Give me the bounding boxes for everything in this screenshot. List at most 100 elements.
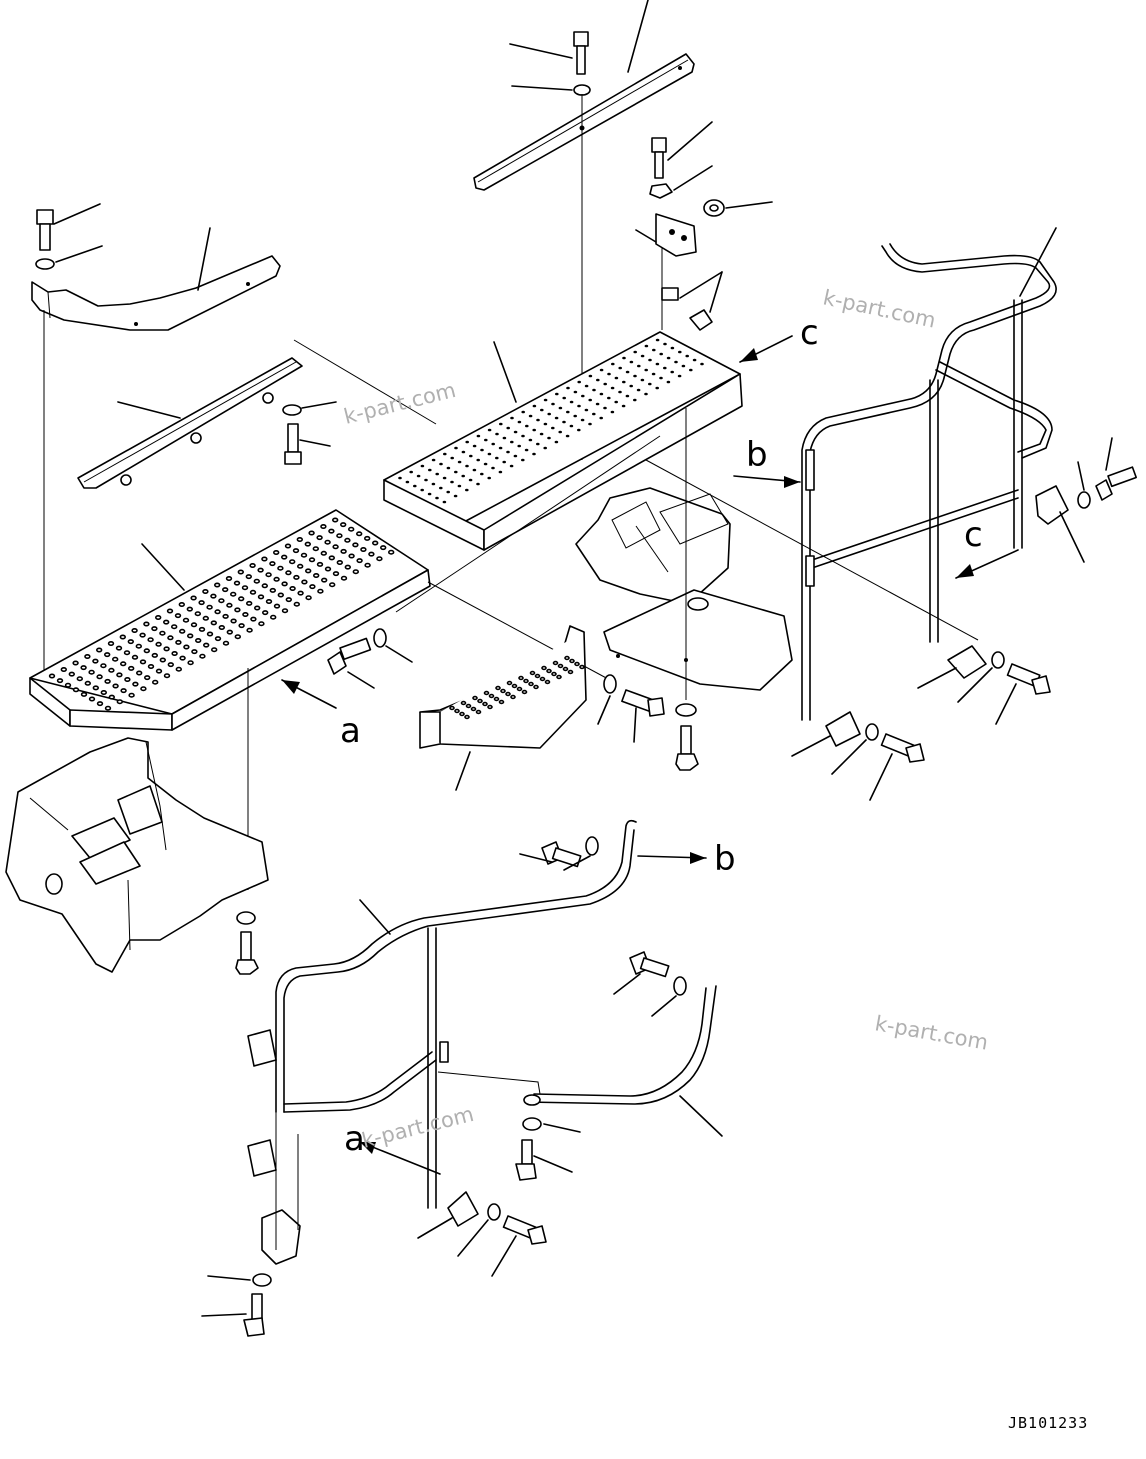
perforation-hole <box>700 362 704 366</box>
perforation-hole <box>420 464 425 468</box>
perforation-hole <box>544 679 551 685</box>
perforation-hole <box>495 685 501 691</box>
perforation-hole <box>262 610 269 616</box>
perforation-hole <box>312 546 319 552</box>
angle-rail <box>77 357 303 489</box>
mounting-bracket <box>635 213 697 257</box>
perforation-hole <box>191 649 198 655</box>
perforation-hole <box>143 648 151 654</box>
perforation-hole <box>163 646 170 652</box>
perforation-hole <box>131 654 139 660</box>
perforation-hole <box>144 675 151 681</box>
perforation-hole <box>116 699 124 705</box>
perforation-hole <box>541 665 547 671</box>
perforation-hole <box>111 656 119 662</box>
perforation-hole <box>304 541 311 547</box>
perforation-hole <box>505 691 511 697</box>
perforation-hole <box>183 644 190 650</box>
perforation-hole <box>214 636 222 642</box>
perforation-hole <box>211 647 218 653</box>
console-washer <box>675 703 697 717</box>
perforation-hole <box>518 675 524 681</box>
callout-letter-a-bottom: a <box>344 1119 365 1159</box>
perforation-hole <box>230 591 237 597</box>
perforation-hole <box>599 416 603 420</box>
perforation-hole <box>495 432 499 436</box>
perforation-hole <box>352 542 359 548</box>
perforation-hole <box>554 440 559 444</box>
perforation-hole <box>596 378 600 382</box>
perforation-hole <box>655 386 659 390</box>
perforation-hole <box>651 372 656 376</box>
perforation-hole <box>226 629 234 635</box>
perforation-hole <box>332 571 340 577</box>
left-washer <box>35 245 103 270</box>
perforation-hole <box>305 568 312 574</box>
perforation-hole <box>569 400 574 404</box>
perforation-hole <box>557 663 564 669</box>
perforation-hole <box>139 632 146 638</box>
perforation-hole <box>151 626 158 632</box>
perforation-hole <box>521 689 528 695</box>
lower-clamp <box>417 1191 479 1239</box>
side-rail-washer-2 <box>522 1117 581 1133</box>
perforation-hole <box>234 607 241 613</box>
perforation-hole <box>562 666 569 672</box>
perforation-hole <box>546 668 552 674</box>
perforation-hole <box>614 400 618 404</box>
perforation-hole <box>666 356 671 360</box>
perforation-hole <box>257 567 264 573</box>
perforation-hole <box>348 526 355 532</box>
perforation-hole <box>372 540 379 546</box>
top-washer-1 <box>511 84 591 96</box>
perforation-hole <box>532 404 537 408</box>
perforation-hole <box>633 398 637 402</box>
perforation-hole <box>68 671 76 677</box>
small-step-tray <box>419 625 587 791</box>
console-bolt <box>675 725 699 771</box>
perforation-hole <box>551 671 557 677</box>
bracket-pin <box>661 271 723 331</box>
perforation-hole <box>577 380 581 384</box>
perforation-hole <box>506 680 513 686</box>
perforation-hole <box>210 620 218 626</box>
handrail-bolt-right <box>1095 437 1137 501</box>
perforation-hole <box>566 386 570 390</box>
perforation-hole <box>332 544 339 550</box>
perforation-hole <box>187 660 194 666</box>
perforation-hole <box>580 418 585 422</box>
perforation-hole <box>488 693 495 699</box>
perforation-hole <box>297 563 304 569</box>
perforation-hole <box>521 434 525 438</box>
perforation-hole <box>477 698 483 704</box>
perforation-hole <box>472 695 478 701</box>
perforation-hole <box>517 420 522 424</box>
perforation-hole <box>584 384 589 388</box>
perforation-hole <box>320 550 327 556</box>
perforation-hole <box>573 414 577 418</box>
perforation-hole <box>178 601 186 607</box>
perforation-hole <box>416 474 421 478</box>
perforation-hole <box>551 402 555 406</box>
perforation-hole <box>230 618 237 624</box>
perforation-hole <box>364 562 371 568</box>
perforation-hole <box>543 446 547 450</box>
perforation-hole <box>640 378 645 382</box>
perforation-hole <box>431 458 436 462</box>
perforation-hole <box>292 548 300 554</box>
perforation-hole <box>285 570 292 576</box>
perforation-hole <box>509 464 514 468</box>
perforation-hole <box>663 342 667 346</box>
perforation-hole <box>155 614 162 620</box>
perforation-hole <box>552 660 559 666</box>
perforation-hole <box>328 555 335 561</box>
lower-step-plate <box>29 509 431 731</box>
perforation-hole <box>516 686 523 692</box>
handrail-clamp-mid <box>917 645 987 689</box>
perforation-hole <box>482 701 488 707</box>
callout-c-top: c <box>739 313 819 363</box>
perforation-hole <box>465 440 470 444</box>
perforation-hole <box>581 394 585 398</box>
perforation-hole <box>510 440 514 444</box>
perforation-hole <box>171 650 178 656</box>
